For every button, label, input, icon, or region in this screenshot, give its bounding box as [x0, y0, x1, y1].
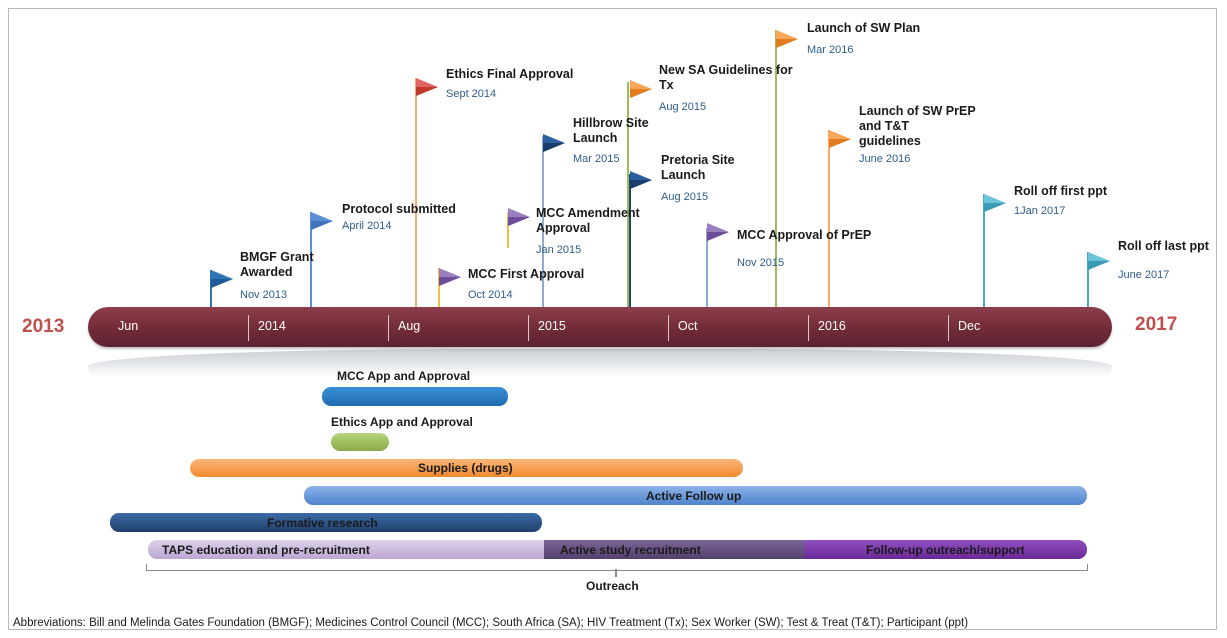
outreach-bracket-mid — [615, 569, 617, 577]
milestone-title: Launch of SW Plan — [807, 21, 921, 35]
flag-icon — [439, 268, 461, 286]
milestone-stem — [828, 130, 830, 307]
flag-icon — [211, 270, 233, 288]
axis-tick-label: Jun — [118, 319, 139, 333]
milestone-title: Hillbrow Site Launch — [573, 116, 649, 145]
phase-bar-supplies — [190, 459, 743, 477]
axis-tick — [668, 315, 669, 341]
milestone-date: Nov 2015 — [737, 257, 785, 269]
milestone-title: MCC Approval of PrEP — [737, 228, 872, 242]
milestone-stem — [629, 174, 631, 307]
milestone-date: June 2017 — [1118, 269, 1170, 281]
axis-tick-label: Oct — [678, 319, 698, 333]
outreach-label: Outreach — [586, 579, 639, 593]
milestone-date: Nov 2013 — [240, 289, 288, 301]
phase-label: Formative research — [267, 516, 378, 530]
timeline-shadow — [88, 349, 1112, 377]
milestone-title: Roll off last ppt — [1118, 239, 1209, 253]
axis-tick — [248, 315, 249, 341]
phase-label: Active study recruitment — [560, 543, 701, 557]
phase-label: Follow-up outreach/support — [866, 543, 1025, 557]
milestone-title: MCC First Approval — [468, 267, 585, 281]
flag-icon — [707, 223, 729, 241]
milestone-stem — [627, 82, 629, 307]
milestone-stem — [983, 194, 985, 307]
milestone-stem — [415, 78, 417, 307]
milestone-date: Oct 2014 — [468, 289, 513, 301]
flag-icon — [630, 80, 652, 98]
axis-tick-label: 2015 — [538, 319, 566, 333]
flag-icon — [630, 171, 652, 189]
flag-icon — [984, 194, 1006, 212]
milestone-stem — [775, 30, 777, 307]
flag-icon — [829, 130, 851, 148]
outreach-bracket — [146, 564, 1088, 571]
milestone-stem — [210, 270, 212, 307]
phase-bar-mcc — [322, 387, 508, 406]
milestone-title: MCC Amendment Approval — [536, 206, 640, 235]
milestone-date: Mar 2015 — [573, 153, 620, 165]
phase-label: MCC App and Approval — [337, 369, 471, 383]
axis-tick — [808, 315, 809, 341]
phase-label: Ethics App and Approval — [331, 415, 473, 429]
axis-tick — [948, 315, 949, 341]
milestone-title: Pretoria Site Launch — [661, 153, 735, 182]
axis-tick-label: 2016 — [818, 319, 846, 333]
milestone-stem — [542, 136, 544, 307]
phase-bar-follow-up — [304, 486, 1087, 505]
start-year-label: 2013 — [22, 316, 65, 337]
milestone-stem — [706, 228, 708, 307]
phase-bar-ethics — [331, 433, 389, 451]
milestone-stem — [1087, 252, 1089, 307]
flag-icon — [776, 30, 798, 48]
milestone-stem — [507, 212, 509, 248]
phase-label: Supplies (drugs) — [418, 461, 513, 475]
milestone-date: Jan 2015 — [536, 244, 582, 256]
milestone-date: Mar 2016 — [807, 44, 854, 56]
milestone-title: BMGF Grant Awarded — [240, 250, 314, 279]
axis-tick — [388, 315, 389, 341]
milestone-title: Ethics Final Approval — [446, 67, 574, 81]
milestone-stem — [310, 212, 312, 307]
phase-bar-formative — [110, 513, 542, 532]
phase-label: Active Follow up — [646, 489, 742, 503]
axis-tick — [528, 315, 529, 341]
milestone-date: Sept 2014 — [446, 88, 497, 100]
milestone-date: 1Jan 2017 — [1014, 205, 1066, 217]
milestone-date: April 2014 — [342, 220, 392, 232]
flag-icon — [543, 134, 565, 152]
milestone-title: New SA Guidelines for Tx — [659, 63, 793, 92]
milestone-date: Aug 2015 — [661, 191, 709, 203]
axis-tick-label: 2014 — [258, 319, 286, 333]
axis-tick-label: Dec — [958, 319, 981, 333]
milestone-title: Roll off first ppt — [1014, 184, 1108, 198]
flag-icon — [508, 208, 530, 226]
milestone-date: Aug 2015 — [659, 101, 707, 113]
timeline-bar — [88, 307, 1112, 347]
flag-icon — [311, 212, 333, 230]
phase-bar-taps — [148, 540, 558, 559]
abbreviations-note: Abbreviations: Bill and Melinda Gates Fo… — [13, 617, 969, 629]
milestone-title: Protocol submitted — [342, 202, 456, 216]
phase-bar-recruitment — [544, 540, 810, 559]
end-year-label: 2017 — [1135, 314, 1178, 335]
phase-bar-outreach — [805, 540, 1087, 559]
phase-label: TAPS education and pre-recruitment — [162, 543, 370, 557]
milestone-title: Launch of SW PrEP and T&T guidelines — [859, 104, 976, 148]
flag-icon — [1088, 252, 1110, 270]
milestone-date: June 2016 — [859, 153, 911, 165]
axis-tick-label: Aug — [398, 319, 421, 333]
milestone-stem — [438, 268, 440, 307]
flag-icon — [416, 78, 438, 96]
